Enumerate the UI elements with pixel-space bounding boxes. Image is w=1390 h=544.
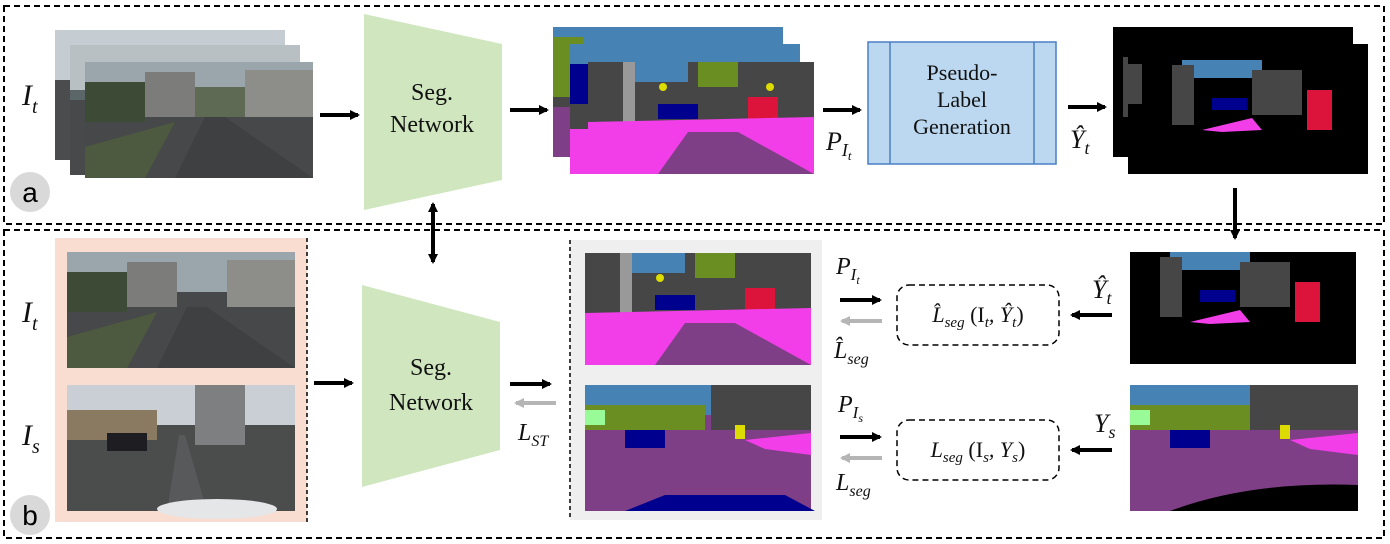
- panel-a-network-label-line1: Seg.: [411, 80, 453, 106]
- source-pred-label: PIs: [837, 392, 863, 425]
- panel-b-target-pseudo-label: [1130, 252, 1356, 364]
- pseudo-label-generation-box: [867, 41, 1057, 165]
- pseudo-label-line3: Generation: [913, 114, 1011, 139]
- panel-a-border: [3, 5, 1385, 225]
- source-loss-formula: Lseg (Is, Ys): [930, 437, 1026, 466]
- panel-a-seg-network: [364, 14, 502, 210]
- panel-b-network-label-line1: Seg.: [410, 355, 452, 381]
- panel-a-pseudo-output-label: Ŷt: [1070, 125, 1090, 158]
- loss-st-label: LST: [517, 420, 549, 450]
- panel-a-pseudo-label-stack: [1113, 27, 1368, 174]
- panel-a-label: a: [22, 177, 38, 208]
- panel-b-border: [3, 229, 1385, 539]
- panel-a-input-label: It: [21, 79, 38, 118]
- panel-a-prob-label: PIt: [825, 127, 852, 163]
- target-loss-formula: L̂seg (It, Ŷt): [931, 302, 1023, 331]
- panel-b-target-label: It: [21, 296, 38, 335]
- panel-b-target-image: [67, 252, 295, 368]
- target-pred-label: PIt: [835, 254, 860, 287]
- panel-b-source-prediction: [585, 385, 815, 511]
- panel-b-source-image: [67, 385, 295, 519]
- panel-a-network-label-line2: Network: [390, 112, 474, 138]
- target-image-front: [85, 62, 313, 178]
- pseudo-label-line2: Label: [937, 87, 987, 112]
- prediction-map-front: [588, 62, 814, 174]
- panel-a-badge: a: [10, 172, 50, 212]
- target-gt-label: Ŷt: [1092, 275, 1112, 308]
- pseudo-label-line1: Pseudo-: [927, 60, 998, 85]
- source-loss-box: [896, 419, 1060, 481]
- panel-b-seg-network: [362, 285, 500, 487]
- pseudo-map-front: [1142, 60, 1368, 172]
- target-grad-label: L̂seg: [833, 337, 869, 368]
- panel-b-badge: b: [10, 495, 50, 535]
- panel-b-label: b: [22, 500, 38, 531]
- panel-b-target-prediction: [585, 253, 811, 365]
- panel-b-network-label-line2: Network: [389, 390, 473, 416]
- panel-a-prediction-stack: [553, 27, 814, 174]
- panel-b-source-ground-truth: [1130, 385, 1358, 511]
- target-loss-box: [896, 284, 1060, 346]
- source-gt-label: Ys: [1094, 409, 1115, 442]
- source-grad-label: Lseg: [835, 470, 871, 500]
- panel-a-target-image-stack: [55, 30, 313, 178]
- panel-b-source-label: Is: [21, 419, 40, 458]
